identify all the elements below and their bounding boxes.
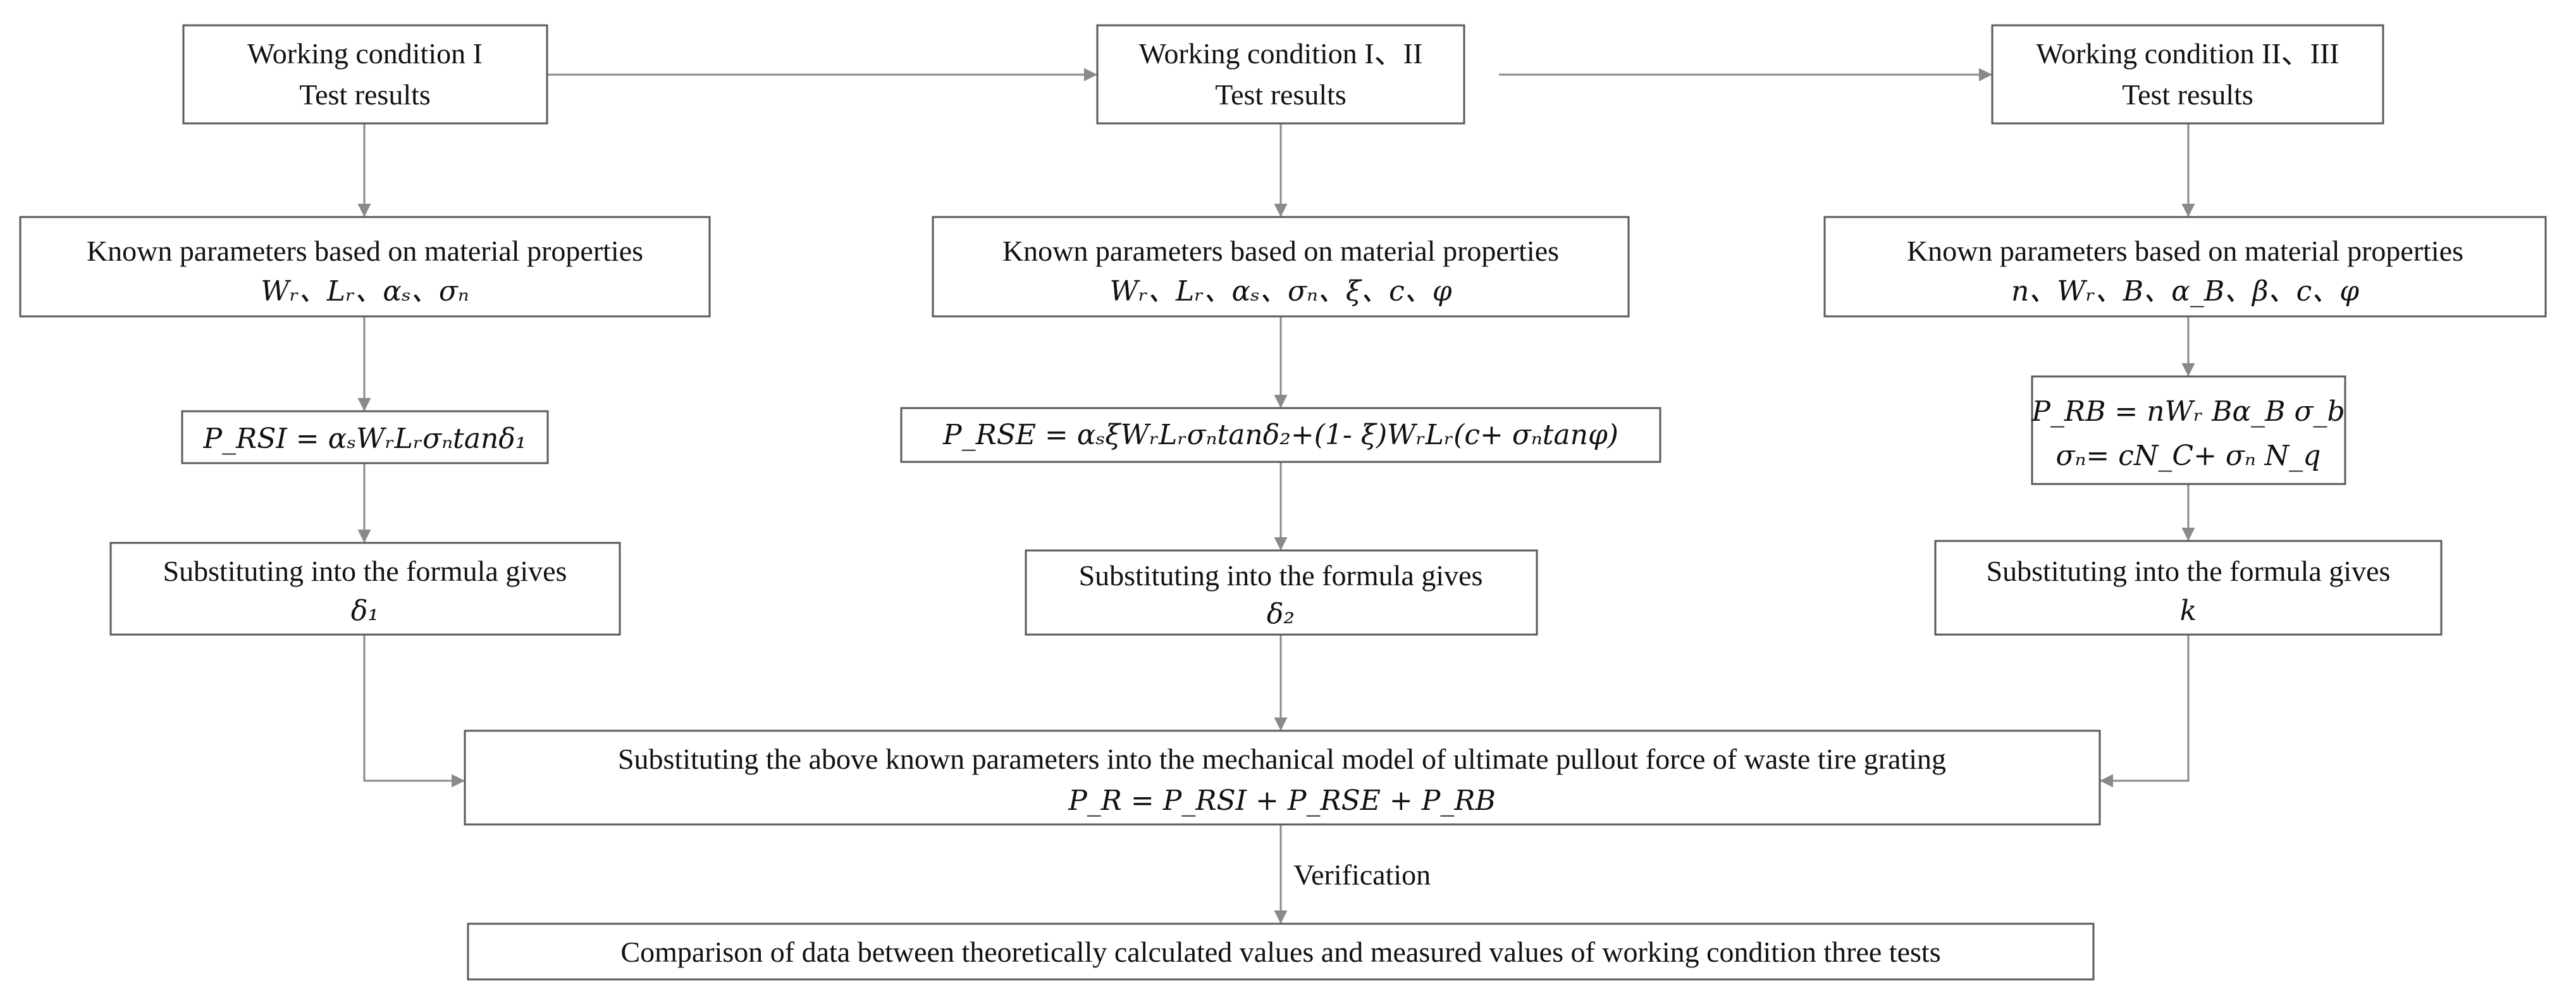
edges — [357, 68, 2195, 924]
edge-subst23-to-model — [2100, 635, 2190, 788]
node-test-results-1: Working condition I Test results — [182, 24, 548, 125]
node-subst-12: Substituting into the formula gives δ₂ — [1025, 549, 1538, 636]
subst-1-text: Substituting into the formula gives — [163, 555, 567, 587]
node-params-23: Known parameters based on material prope… — [1823, 216, 2547, 318]
test-results-23-title: Working condition II、III — [2036, 37, 2339, 70]
params-12-heading: Known parameters based on material prope… — [1002, 235, 1559, 267]
model-equation: P_R = P_RSI + P_RSE + P_RB — [1068, 785, 1496, 817]
comparison-text: Comparison of data between theoretically… — [620, 936, 1940, 968]
test-results-23-subtitle: Test results — [2122, 78, 2253, 111]
params-1-heading: Known parameters based on material prope… — [87, 235, 643, 267]
node-test-results-23: Working condition II、III Test results — [1991, 24, 2384, 125]
model-description: Substituting the above known parameters … — [618, 743, 1946, 775]
params-23-symbols: n、Wᵣ、B、α_B、β、c、φ — [2011, 275, 2359, 307]
node-formula-23: P_RB = nWᵣ Bα_B σ_b σₙ= cN_C+ σₙ N_q — [2031, 375, 2346, 485]
test-results-1-title: Working condition I — [247, 37, 483, 70]
verification-label: Verification — [1293, 859, 1431, 891]
test-results-12-title: Working condition I、II — [1139, 37, 1423, 70]
subst-23-result: k — [2180, 595, 2197, 627]
formula-23-equation-1: P_RB = nWᵣ Bα_B σ_b — [2031, 395, 2345, 428]
edge-subst1-to-model — [363, 635, 465, 788]
subst-12-text: Substituting into the formula gives — [1079, 559, 1483, 592]
subst-23-text: Substituting into the formula gives — [1987, 555, 2391, 587]
params-1-symbols: Wᵣ、Lᵣ、αₛ、σₙ — [261, 275, 469, 307]
node-subst-23: Substituting into the formula gives k — [1934, 540, 2443, 636]
test-results-1-subtitle: Test results — [299, 78, 431, 111]
node-formula-12: P_RSE = αₛξWᵣLᵣσₙtanδ₂+(1- ξ)WᵣLᵣ(c+ σₙt… — [900, 407, 1661, 463]
formula-1-equation: P_RSI = αₛWᵣLᵣσₙtanδ₁ — [203, 423, 527, 455]
node-params-12: Known parameters based on material prope… — [932, 216, 1630, 318]
node-subst-1: Substituting into the formula gives δ₁ — [109, 542, 621, 636]
subst-1-result: δ₁ — [351, 595, 379, 627]
formula-23-equation-2: σₙ= cN_C+ σₙ N_q — [2056, 440, 2321, 472]
node-params-1: Known parameters based on material prope… — [19, 216, 711, 318]
subst-12-result: δ₂ — [1267, 598, 1295, 630]
node-comparison: Comparison of data between theoretically… — [467, 922, 2095, 981]
node-test-results-12: Working condition I、II Test results — [1096, 24, 1465, 125]
node-mechanical-model: Substituting the above known parameters … — [464, 730, 2101, 826]
node-formula-1: P_RSI = αₛWᵣLᵣσₙtanδ₁ — [181, 410, 549, 464]
params-12-symbols: Wᵣ、Lᵣ、αₛ、σₙ、ξ、c、φ — [1109, 275, 1451, 307]
test-results-12-subtitle: Test results — [1215, 78, 1347, 111]
formula-12-equation: P_RSE = αₛξWᵣLᵣσₙtanδ₂+(1- ξ)WᵣLᵣ(c+ σₙt… — [942, 419, 1618, 451]
params-23-heading: Known parameters based on material prope… — [1907, 235, 2463, 267]
